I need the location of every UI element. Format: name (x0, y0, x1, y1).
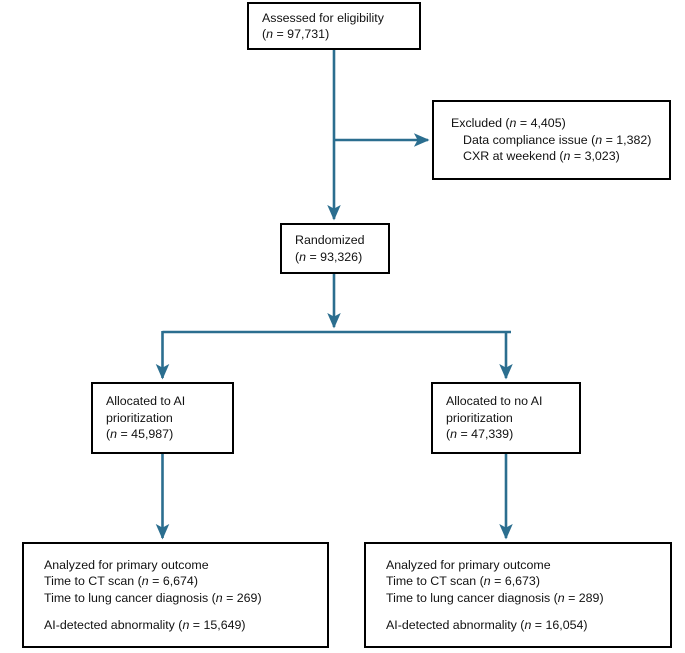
alloc-noai-label-2: prioritization (446, 410, 513, 425)
node-analyzed-no-ai-arm: Analyzed for primary outcome Time to CT … (364, 542, 672, 648)
outcome-ai-item-0: Time to CT scan (n = 6,674) (44, 574, 198, 588)
outcome-ai-heading: Analyzed for primary outcome (44, 557, 209, 572)
outcome-noai-item-1: Time to lung cancer diagnosis (n = 289) (386, 590, 604, 605)
node-analyzed-ai-arm: Analyzed for primary outcome Time to CT … (22, 542, 329, 648)
excluded-label: Excluded (n = 4,405) (451, 116, 566, 131)
outcome-ai-secondary: AI-detected abnormality (n = 15,649) (44, 618, 246, 632)
outcome-ai-item-1: Time to lung cancer diagnosis (n = 269) (44, 590, 262, 605)
alloc-ai-label-2: prioritization (106, 410, 173, 425)
outcome-noai-item-0: Time to CT scan (n = 6,673) (386, 574, 540, 588)
node-assessed-for-eligibility: Assessed for eligibility (n = 97,731) (247, 2, 421, 50)
assessed-n: 97,731 (287, 27, 326, 41)
alloc-noai-label-1: Allocated to no AI (446, 394, 543, 409)
node-excluded: Excluded (n = 4,405) Data compliance iss… (432, 100, 671, 180)
outcome-noai-heading: Analyzed for primary outcome (386, 557, 551, 572)
excluded-reason-0: Data compliance issue (n = 1,382) (463, 132, 652, 147)
node-allocated-ai-prioritization: Allocated to AI prioritization (n = 45,9… (91, 382, 234, 454)
assessed-label: Assessed for eligibility (262, 10, 384, 25)
alloc-ai-count: (n = 45,987) (106, 427, 174, 442)
outcome-noai-secondary: AI-detected abnormality (n = 16,054) (386, 618, 588, 632)
excluded-n: 4,405 (530, 116, 562, 131)
alloc-ai-label-1: Allocated to AI (106, 394, 186, 409)
assessed-count: (n = 97,731) (262, 27, 330, 41)
randomized-label: Randomized (295, 233, 365, 247)
node-allocated-no-ai-prioritization: Allocated to no AI prioritization (n = 4… (431, 382, 581, 454)
randomized-count: (n = 93,326) (295, 249, 363, 264)
alloc-noai-count: (n = 47,339) (446, 427, 514, 442)
excluded-reason-1: CXR at weekend (n = 3,023) (463, 149, 620, 164)
node-randomized: Randomized (n = 93,326) (280, 223, 390, 274)
